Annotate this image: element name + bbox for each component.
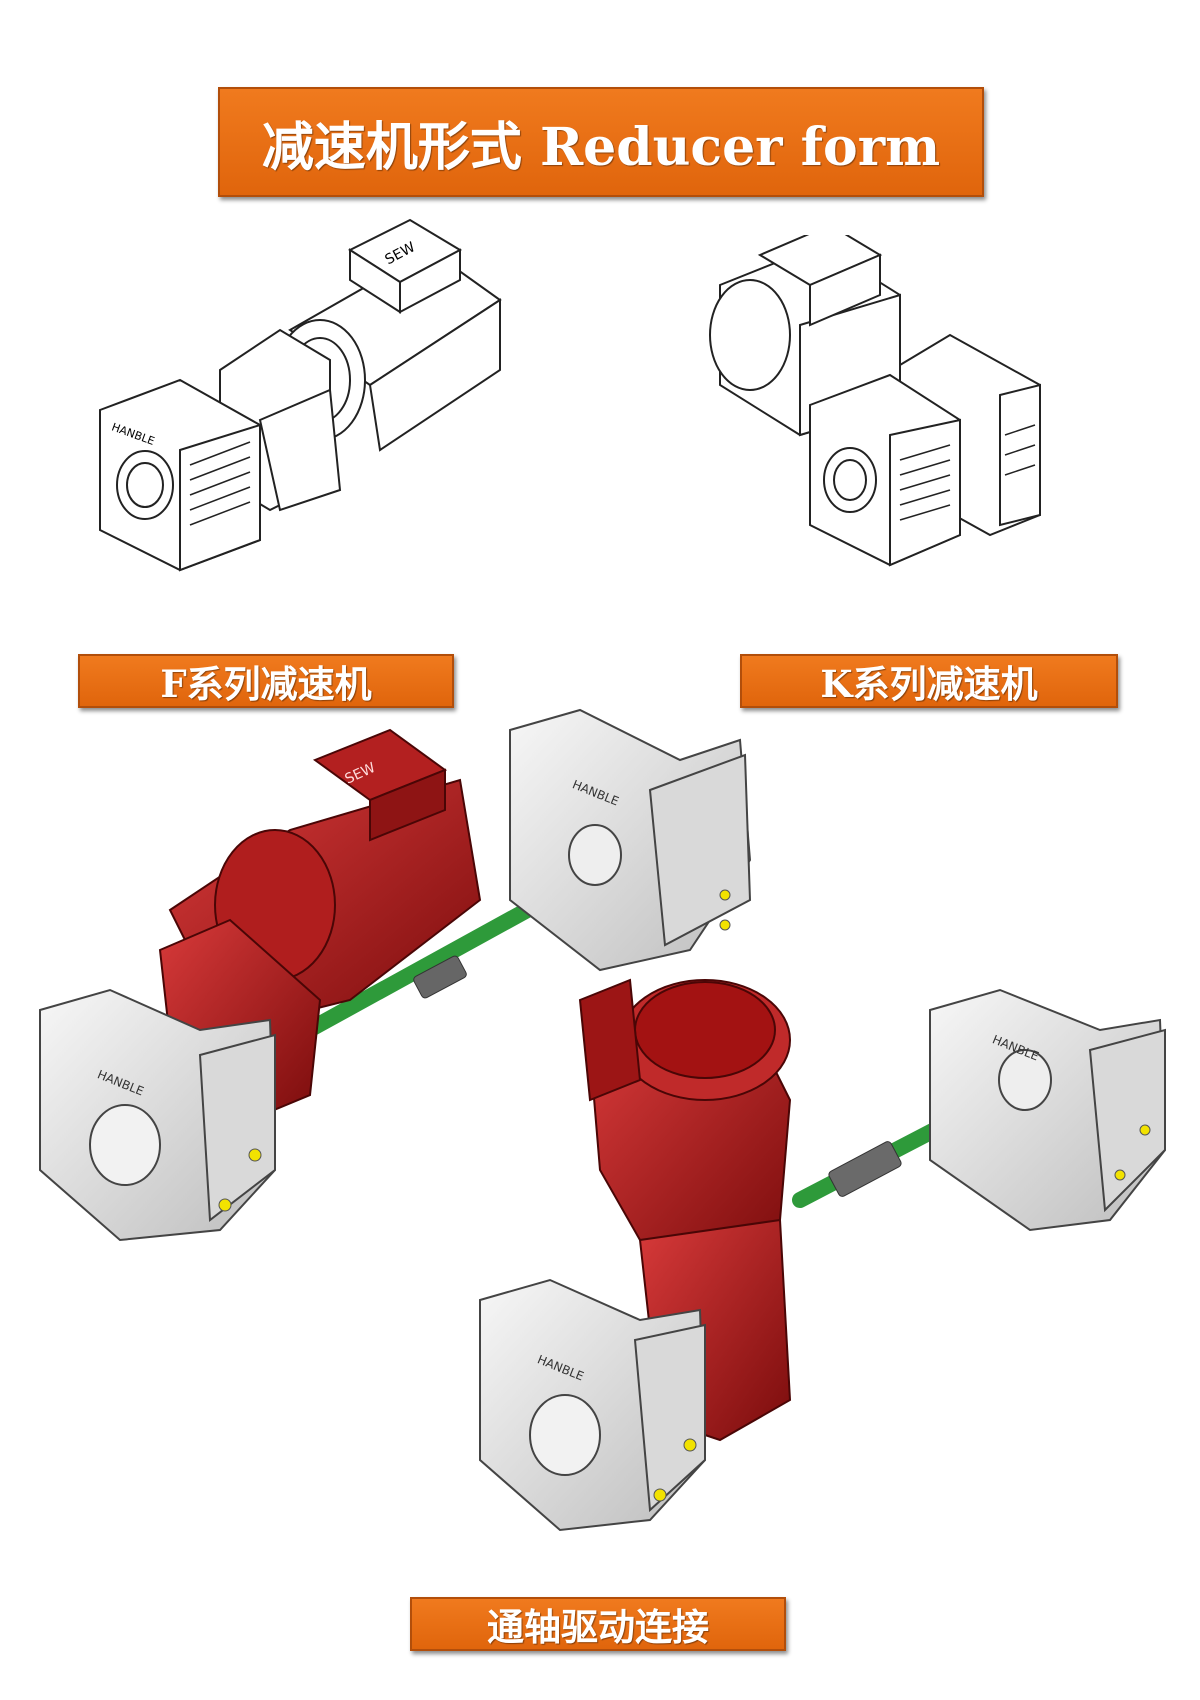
lower-far-gearbox: HANBLE	[929, 988, 1167, 1232]
upper-near-gearbox: HANBLE	[39, 988, 277, 1242]
k-series-label: K系列减速机	[820, 662, 1038, 706]
page-title: 减速机形式 Reducer form	[261, 116, 941, 178]
shaft-drive-assembly-render: HANBLE SEW HANBLE	[39, 708, 1167, 1532]
upper-coupling	[413, 955, 467, 999]
lower-near-gearbox: HANBLE	[479, 1278, 707, 1532]
f-series-label-banner: F系列减速机	[78, 654, 454, 708]
lower-coupling	[828, 1141, 902, 1197]
k-series-label-banner: K系列减速机	[740, 654, 1118, 708]
drive-label-banner: 通轴驱动连接	[410, 1597, 786, 1651]
drive-label: 通轴驱动连接	[487, 1605, 709, 1649]
upper-far-gearbox: HANBLE	[509, 708, 752, 972]
f-series-reducer-drawing: SEW HANBLE	[99, 218, 502, 572]
f-series-label: F系列减速机	[160, 662, 372, 706]
lower-assembly: HANBLE HANBLE	[479, 978, 1167, 1532]
upper-assembly: HANBLE SEW HANBLE	[39, 708, 752, 1242]
k-series-reducer-drawing	[709, 235, 1041, 567]
title-banner: 减速机形式 Reducer form	[218, 87, 984, 197]
